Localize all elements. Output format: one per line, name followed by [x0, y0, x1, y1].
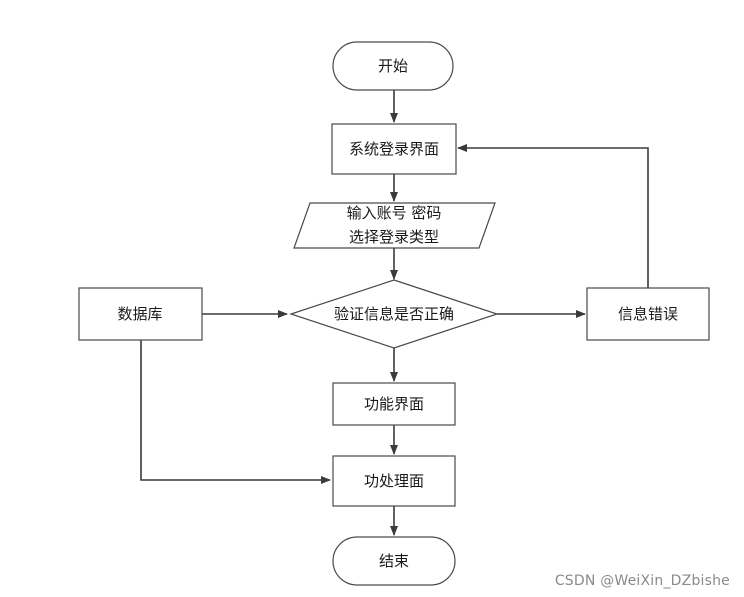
edges: [140, 90, 649, 536]
watermark: CSDN @WeiXin_DZbishe: [554, 573, 730, 589]
start-label: 开始: [378, 57, 408, 75]
info-error-label: 信息错误: [618, 305, 678, 323]
function-page-node: 功能界面: [332, 382, 456, 426]
arrow-database-to-process: [140, 340, 331, 484]
database-label: 数据库: [117, 305, 162, 323]
verify-label: 验证信息是否正确: [334, 305, 454, 323]
start-node: 开始: [332, 41, 454, 91]
login-page-label: 系统登录界面: [349, 140, 439, 158]
end-node: 结束: [332, 536, 456, 586]
login-page-node: 系统登录界面: [331, 123, 457, 175]
arrow-error-to-login: [457, 144, 649, 288]
verify-decision-node: 验证信息是否正确: [289, 279, 499, 349]
info-error-node: 信息错误: [586, 287, 710, 341]
process-page-node: 功处理面: [332, 455, 456, 507]
database-node: 数据库: [78, 287, 203, 341]
function-page-label: 功能界面: [364, 395, 424, 413]
end-label: 结束: [379, 552, 409, 570]
input-node: 输入账号 密码 选择登录类型: [293, 202, 496, 249]
input-label-line2: 选择登录类型: [349, 228, 439, 246]
process-page-label: 功处理面: [364, 472, 424, 490]
input-label-line1: 输入账号 密码: [347, 204, 442, 222]
